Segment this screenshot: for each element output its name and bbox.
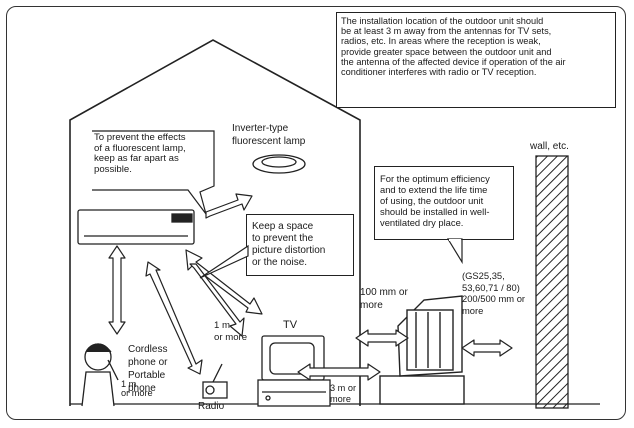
phone-overlap-label: 1 m or more (121, 379, 153, 398)
house-outline (69, 39, 361, 406)
radio-icon (202, 363, 228, 399)
fluorescent-lamp-icon (252, 154, 306, 174)
clearance-arrows (108, 193, 513, 381)
outdoor-unit-icon (379, 295, 465, 405)
radio-label: Radio (198, 401, 225, 412)
indoor-unit-icon (77, 209, 195, 245)
tv-icon (257, 335, 331, 407)
efficiency-note: For the optimum efficiency and to extend… (374, 166, 514, 240)
phone-label: Cordless phone or Portable phone (128, 344, 168, 394)
wall-label: wall, etc. (530, 141, 569, 152)
antenna-distance-text: The installation location of the outdoor… (341, 16, 566, 78)
clearance-100-label: 100 mm or more (360, 287, 408, 311)
antenna-distance-note: The installation location of the outdoor… (336, 12, 616, 108)
efficiency-text: For the optimum efficiency and to extend… (380, 173, 490, 228)
space-text: Keep a space to prevent the picture dist… (252, 221, 326, 268)
wall (535, 155, 569, 409)
person-icon (81, 343, 119, 407)
lamp-label: Inverter-type fluorescent lamp (232, 123, 306, 147)
one-meter-label: 1 m or more (214, 320, 248, 343)
three-meter-label: 3 m or more (330, 383, 357, 404)
tv-label: TV (283, 319, 298, 331)
model-clearance-label: (GS25,35, 53,60,71 / 80) 200/500 mm or m… (462, 270, 526, 316)
diagram-frame (6, 6, 626, 420)
fluorescent-note: To prevent the effects of a fluorescent … (94, 132, 208, 185)
space-note: Keep a space to prevent the picture dist… (246, 214, 354, 276)
fluorescent-text: To prevent the effects of a fluorescent … (94, 132, 186, 175)
